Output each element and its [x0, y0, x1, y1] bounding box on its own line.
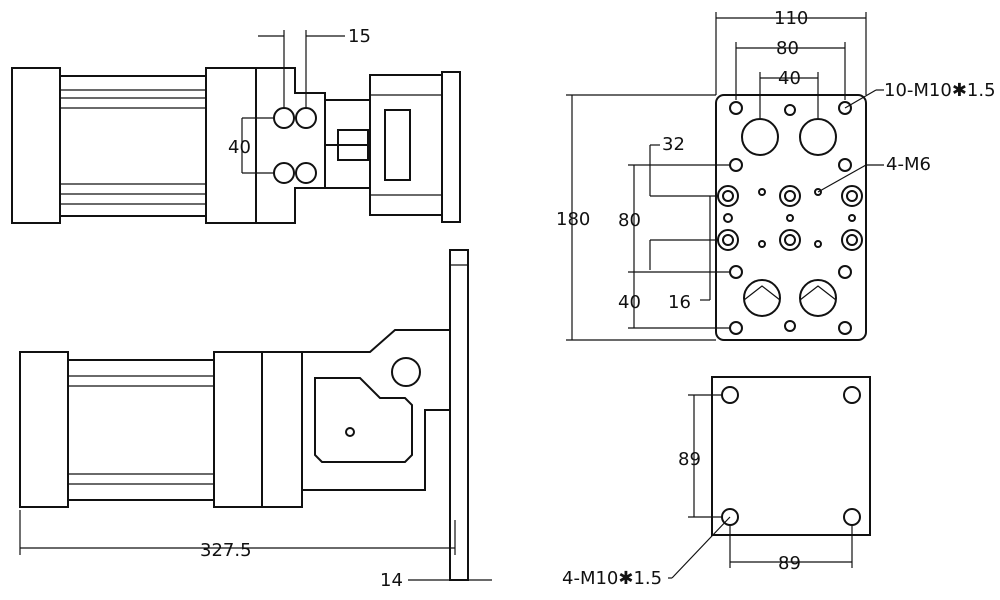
dim-flange-bolt-span: 80	[776, 38, 799, 59]
dim-plate-vertical: 89	[678, 449, 701, 470]
side-linkage-body	[301, 329, 451, 491]
flange-view: 110 80 40 180 32 80 40 16 10-M10✱1.5	[556, 8, 996, 341]
dim-flange-width: 110	[774, 8, 808, 29]
bolt-hole	[838, 321, 852, 335]
square-plate	[711, 376, 871, 536]
cylinder-tube	[59, 75, 207, 217]
dim-mid-span: 80	[618, 210, 641, 231]
top-view: 40 15	[11, 26, 461, 224]
pin-hole-lower	[273, 162, 295, 184]
callout-flange-small: 4-M6	[886, 154, 931, 175]
flange-plate	[715, 94, 867, 341]
pin-hole-lower-2	[295, 162, 317, 184]
m6-hole	[814, 240, 822, 248]
dim-side-length: 327.5	[200, 540, 252, 561]
dim-upper-offset: 32	[662, 134, 685, 155]
callout-flange-bolts: 10-M10✱1.5	[884, 80, 996, 101]
clevis-body	[256, 67, 326, 224]
end-cap-left	[11, 67, 61, 224]
m6-hole	[758, 240, 766, 248]
side-view: 327.5 14	[19, 249, 492, 591]
side-end-cap-right	[213, 351, 263, 508]
mount-plate-top	[441, 71, 461, 223]
bolt-hole	[838, 158, 852, 172]
side-pocket	[314, 377, 413, 463]
dim-top-pitch: 40	[228, 137, 251, 158]
side-pivot-hole	[391, 357, 421, 387]
bolt-hole	[838, 265, 852, 279]
plate-bolt-hole	[721, 386, 739, 404]
bolt-hole	[729, 321, 743, 335]
dim-port-offset: 16	[668, 292, 691, 313]
dim-plate-horizontal: 89	[778, 553, 801, 574]
dim-side-thickness: 14	[380, 570, 403, 591]
port-upper-right	[799, 118, 837, 156]
pin-hole-upper-2	[295, 107, 317, 129]
dim-flange-inner-span: 40	[778, 68, 801, 89]
m6-hole	[758, 188, 766, 196]
bolt-hole	[729, 101, 743, 115]
port-upper-left	[741, 118, 779, 156]
linkage-frame	[369, 74, 443, 216]
side-end-cap-left	[19, 351, 69, 508]
port-lower-right	[799, 279, 837, 317]
bolt-hole	[729, 265, 743, 279]
bolt-hole	[729, 158, 743, 172]
port-lower-left	[743, 279, 781, 317]
dim-flange-height: 180	[556, 209, 590, 230]
dim-lower-span: 40	[618, 292, 641, 313]
plate-view: 89 89 4-M10✱1.5	[562, 376, 871, 589]
mount-plate-side	[449, 249, 469, 581]
plate-bolt-hole	[843, 386, 861, 404]
callout-plate-bolts: 4-M10✱1.5	[562, 568, 662, 589]
bolt-hole	[838, 101, 852, 115]
m6-hole	[814, 188, 822, 196]
pin-hole-upper	[273, 107, 295, 129]
dim-top-offset: 15	[348, 26, 371, 47]
side-cylinder-tube	[67, 359, 215, 501]
plate-bolt-hole	[843, 508, 861, 526]
end-cap-right	[205, 67, 257, 224]
